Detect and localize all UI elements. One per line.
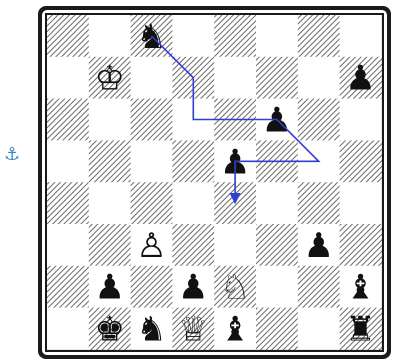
square-c2[interactable] [131,266,173,308]
black-king-icon[interactable]: ♚ [94,310,124,350]
board-svg: ♞♔♟♟♟♙♟♟♟♘♝♚♞♕♝♜ [38,6,391,359]
square-b6[interactable] [89,99,131,141]
square-c6[interactable] [131,99,173,141]
square-a5[interactable] [47,140,89,182]
square-b5[interactable] [89,140,131,182]
square-f3[interactable] [256,224,298,266]
square-h3[interactable] [340,224,382,266]
anchor-icon[interactable]: ⚓ [4,146,20,164]
black-bishop-icon[interactable]: ♝ [345,268,375,308]
square-c5[interactable] [131,140,173,182]
white-knight-icon[interactable]: ♘ [220,268,250,308]
square-g2[interactable] [298,266,340,308]
square-c4[interactable] [131,182,173,224]
black-pawn-icon[interactable]: ♟ [303,226,333,266]
white-queen-icon[interactable]: ♕ [178,310,208,350]
square-e3[interactable] [214,224,256,266]
black-pawn-icon[interactable]: ♟ [178,268,208,308]
square-e8[interactable] [214,15,256,57]
black-rook-icon[interactable]: ♜ [345,310,375,350]
chess-board[interactable]: ♞♔♟♟♟♙♟♟♟♘♝♚♞♕♝♜ [38,6,391,359]
square-a6[interactable] [47,99,89,141]
square-f7[interactable] [256,57,298,99]
square-a8[interactable] [47,15,89,57]
square-f4[interactable] [256,182,298,224]
square-a3[interactable] [47,224,89,266]
square-b3[interactable] [89,224,131,266]
white-pawn-icon[interactable]: ♙ [136,226,166,266]
white-king-icon[interactable]: ♔ [94,59,124,99]
square-d8[interactable] [172,15,214,57]
square-b8[interactable] [89,15,131,57]
square-f1[interactable] [256,308,298,350]
square-g7[interactable] [298,57,340,99]
square-f8[interactable] [256,15,298,57]
square-g1[interactable] [298,308,340,350]
square-e7[interactable] [214,57,256,99]
black-bishop-icon[interactable]: ♝ [220,310,250,350]
square-g8[interactable] [298,15,340,57]
square-c7[interactable] [131,57,173,99]
black-pawn-icon[interactable]: ♟ [94,268,124,308]
square-f2[interactable] [256,266,298,308]
square-d3[interactable] [172,224,214,266]
square-d4[interactable] [172,182,214,224]
square-h5[interactable] [340,140,382,182]
square-g4[interactable] [298,182,340,224]
square-a1[interactable] [47,308,89,350]
square-h8[interactable] [340,15,382,57]
black-pawn-icon[interactable]: ♟ [345,59,375,99]
square-a2[interactable] [47,266,89,308]
square-g6[interactable] [298,99,340,141]
square-h6[interactable] [340,99,382,141]
square-a4[interactable] [47,182,89,224]
black-knight-icon[interactable]: ♞ [136,310,166,350]
square-a7[interactable] [47,57,89,99]
square-b4[interactable] [89,182,131,224]
square-d5[interactable] [172,140,214,182]
square-h4[interactable] [340,182,382,224]
